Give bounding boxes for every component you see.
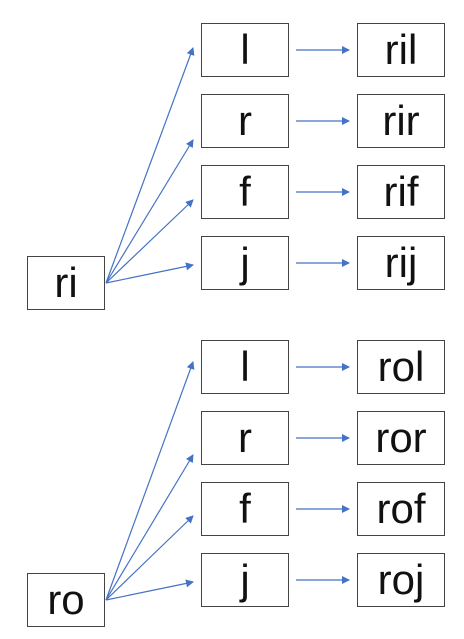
result-box-roj: roj [357,553,445,607]
letter-box-f: f [201,482,289,536]
letter-box-r: r [201,411,289,465]
branch-arrow [105,454,194,601]
result-box-ror: ror [357,411,445,465]
letter-box-r: r [201,94,289,148]
letter-box-l: l [201,340,289,394]
letter-box-l: l [201,23,289,77]
branch-arrow [105,199,194,284]
branch-arrow [105,361,195,601]
result-box-rif: rif [357,165,445,219]
letter-box-f: f [201,165,289,219]
result-box-rof: rof [357,482,445,536]
result-box-rol: rol [357,340,445,394]
branch-arrow [105,47,195,284]
branch-arrow [105,262,194,284]
root-box-ri: ri [27,256,105,310]
result-box-ril: ril [357,23,445,77]
result-box-rij: rij [357,236,445,290]
branch-arrow [105,139,194,284]
branch-arrow [105,515,194,601]
branch-arrow [105,579,194,601]
root-box-ro: ro [27,573,105,627]
letter-box-j: j [201,553,289,607]
result-box-rir: rir [357,94,445,148]
letter-box-j: j [201,236,289,290]
